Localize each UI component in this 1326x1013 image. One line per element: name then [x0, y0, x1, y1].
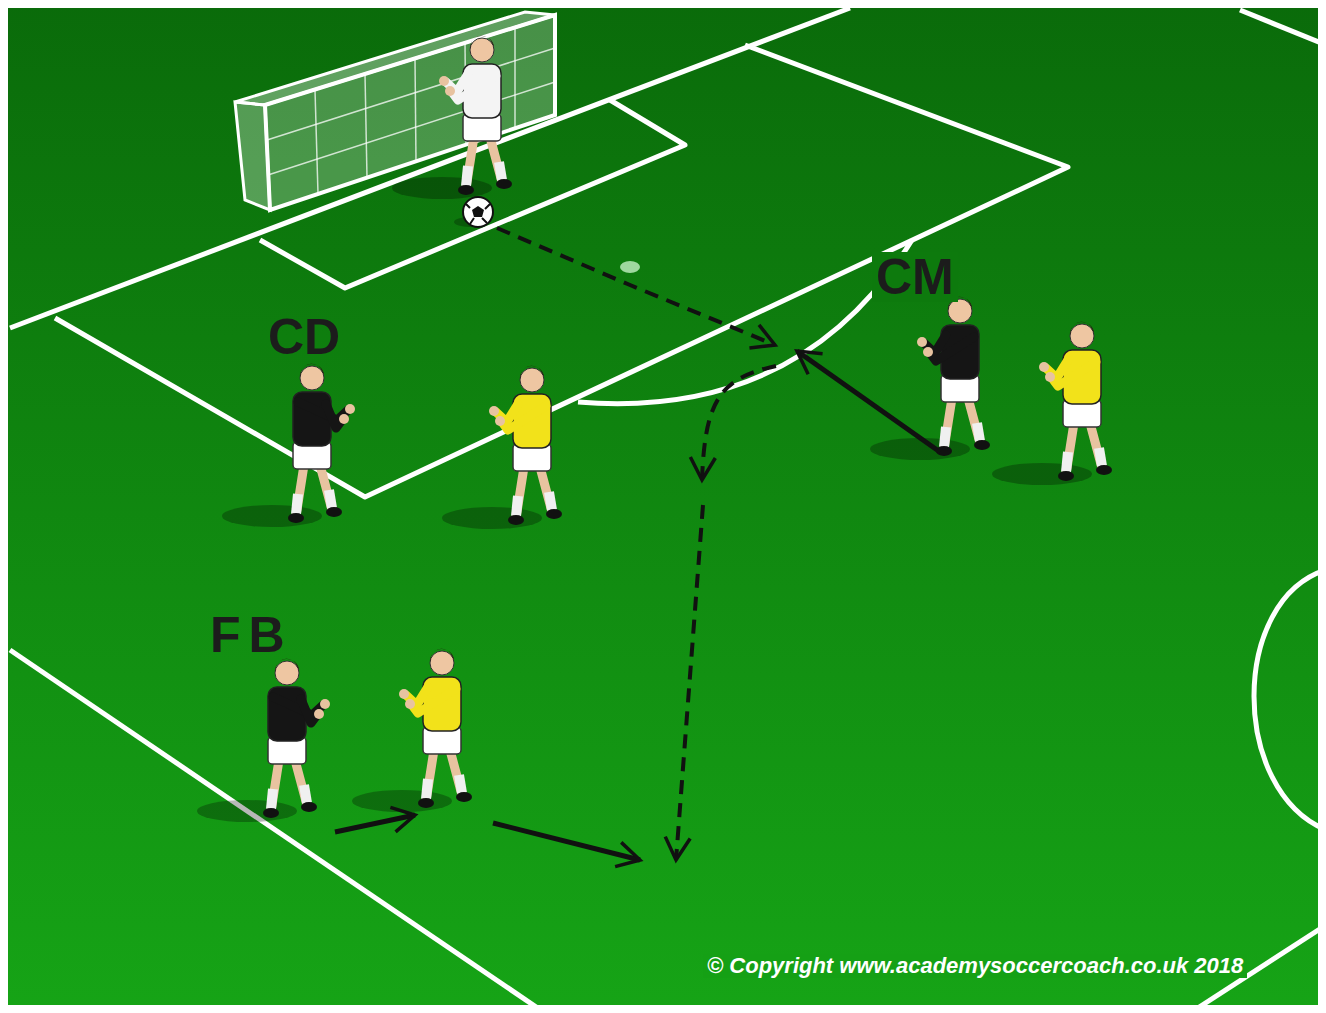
- movement-arrows: [335, 228, 940, 860]
- ball: [454, 197, 493, 227]
- copyright-watermark: © Copyright www.academysoccercoach.co.uk…: [703, 954, 1247, 978]
- goal: [235, 12, 555, 210]
- player-figure: [222, 364, 355, 527]
- player-figure: [197, 659, 330, 822]
- player-figure: [442, 366, 562, 529]
- player-role-label: CM: [872, 252, 958, 302]
- player-role-label: CD: [264, 312, 344, 362]
- players: [197, 36, 1112, 822]
- player-figure: [992, 322, 1112, 485]
- pitch-lines: [10, 8, 1326, 1013]
- player-figure: [352, 649, 472, 812]
- penalty-spot: [620, 261, 640, 273]
- player-figure: [392, 36, 512, 199]
- player-role-label: FB: [206, 610, 297, 660]
- player-figure: [870, 297, 990, 460]
